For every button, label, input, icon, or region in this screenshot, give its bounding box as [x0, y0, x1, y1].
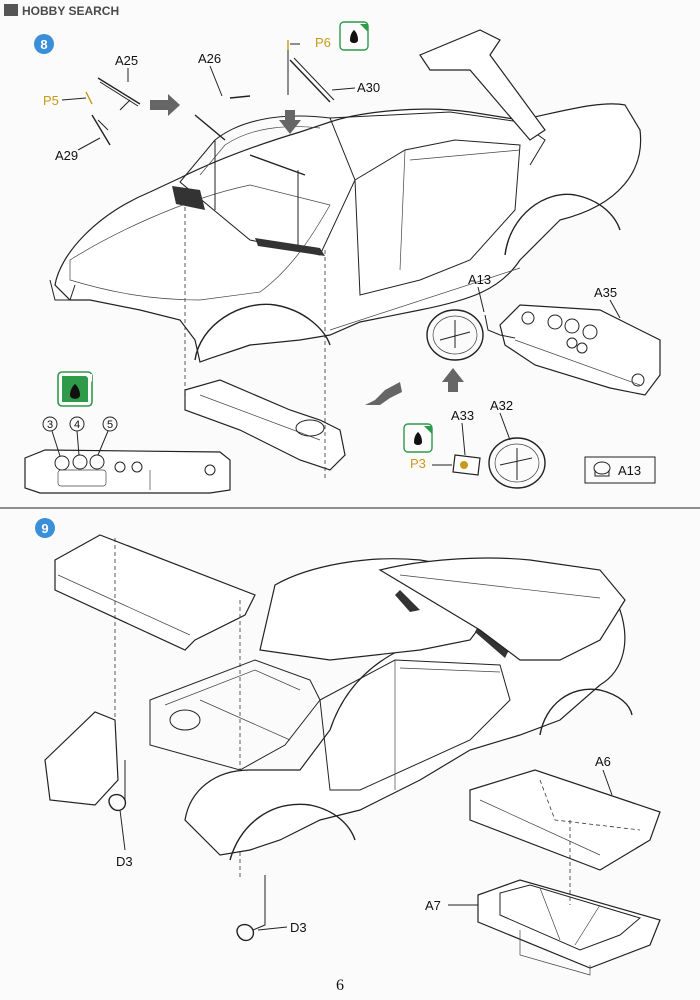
- part-a33: [452, 454, 481, 476]
- step-number-9: 9: [41, 521, 48, 536]
- label-p5: P5: [43, 93, 59, 108]
- arrow-up-icon: [442, 368, 464, 392]
- label-d3-bottom: D3: [290, 920, 307, 935]
- label-a13: A13: [468, 272, 491, 287]
- wiper-parts: [85, 40, 335, 245]
- arrow-right-icon: [150, 94, 180, 116]
- steering-wheel-a13: [426, 309, 516, 361]
- arrow-down-icon: [279, 110, 301, 134]
- frame-a7: [477, 820, 661, 976]
- legend-a13: A13: [584, 456, 656, 484]
- step-number-8: 8: [40, 37, 47, 52]
- paint-drop-icon: [403, 423, 433, 453]
- clip-d3-left: [108, 760, 127, 812]
- dashboard-a35: [499, 304, 661, 396]
- instrument-cluster: 3 4 5: [24, 416, 231, 494]
- wiper-installed-left: [194, 114, 226, 141]
- wiper-installed-right: [249, 154, 306, 176]
- label-d3-left: D3: [116, 854, 133, 869]
- label-a25: A25: [115, 53, 138, 68]
- label-p6: P6: [315, 35, 331, 50]
- wiper-a30: [289, 59, 331, 103]
- wiper-a25: [97, 77, 141, 105]
- label-a7: A7: [425, 898, 441, 913]
- paint-drop-icon: [339, 21, 369, 51]
- step-badge-8: [34, 34, 54, 54]
- steering-wheel-a32: [488, 437, 546, 489]
- part-a26: [229, 95, 251, 99]
- page-number: 6: [336, 977, 344, 994]
- part-p5: [85, 91, 93, 105]
- step-8: 8: [24, 21, 661, 494]
- interior-tub: [184, 200, 346, 480]
- watermark: HOBBY SEARCH: [4, 4, 119, 18]
- watermark-text: HOBBY SEARCH: [22, 4, 119, 18]
- label-a29: A29: [55, 148, 78, 163]
- legend-label-a13: A13: [618, 463, 641, 478]
- part-a29: [91, 114, 111, 146]
- step-badge-9: [35, 518, 55, 538]
- label-a35: A35: [594, 285, 617, 300]
- arrow-left-icon: [365, 382, 402, 405]
- label-p3: P3: [410, 456, 426, 471]
- car-body-step9: [44, 557, 633, 861]
- label-a26: A26: [198, 51, 221, 66]
- label-a33: A33: [451, 408, 474, 423]
- trunk-lid-a6: [469, 769, 661, 871]
- car-body-step8: [49, 29, 642, 363]
- gauge-number-4: 4: [74, 419, 80, 431]
- label-a6: A6: [595, 754, 611, 769]
- label-a30: A30: [357, 80, 380, 95]
- label-a32: A32: [490, 398, 513, 413]
- step-9: 9: [35, 518, 661, 976]
- clip-d3-bottom: [236, 875, 266, 942]
- watermark-logo-icon: [4, 4, 18, 16]
- glue-icon: [57, 371, 93, 407]
- gauge-number-3: 3: [47, 419, 53, 431]
- gauge-number-5: 5: [107, 419, 113, 431]
